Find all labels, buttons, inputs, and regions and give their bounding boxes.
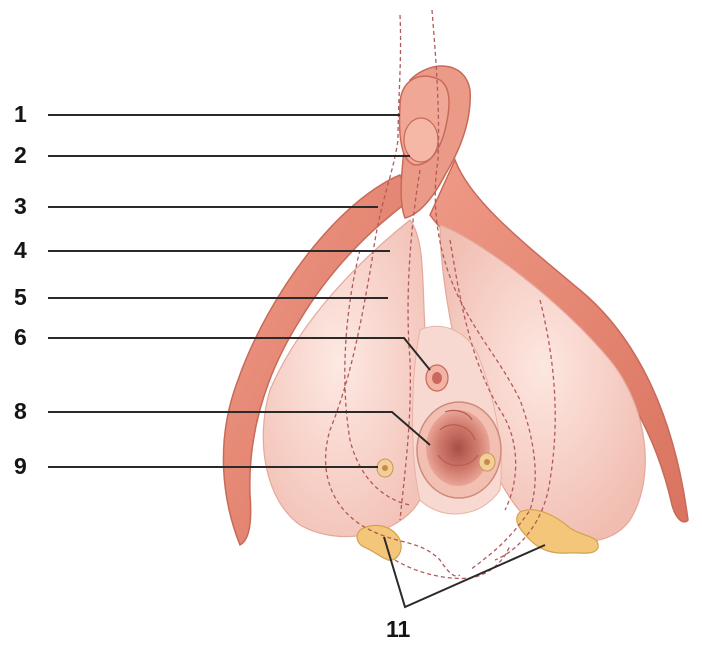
leader-line-2 — [48, 155, 410, 157]
label-11: 11 — [386, 618, 410, 641]
leader-line-8 — [48, 411, 376, 413]
label-9: 9 — [14, 455, 27, 478]
leader-line-5 — [48, 297, 388, 299]
label-6: 6 — [14, 326, 27, 349]
leader-line-6 — [48, 337, 386, 339]
label-5: 5 — [14, 286, 27, 309]
label-8: 8 — [14, 400, 27, 423]
leader-line-4 — [48, 250, 390, 252]
right-gland-duct — [479, 453, 495, 471]
label-4: 4 — [14, 239, 27, 262]
left-gland-duct — [377, 459, 393, 477]
left-greater-vestibular-gland — [357, 525, 401, 560]
leader-line-3 — [48, 206, 378, 208]
leader-line-1 — [48, 114, 400, 116]
label-1: 1 — [14, 103, 27, 126]
label-11-connector — [384, 537, 545, 607]
label-2: 2 — [14, 144, 27, 167]
leader-line-9 — [48, 466, 378, 468]
left-vestibular-bulb — [263, 220, 432, 537]
vaginal-opening — [417, 402, 501, 498]
label-3: 3 — [14, 195, 27, 218]
